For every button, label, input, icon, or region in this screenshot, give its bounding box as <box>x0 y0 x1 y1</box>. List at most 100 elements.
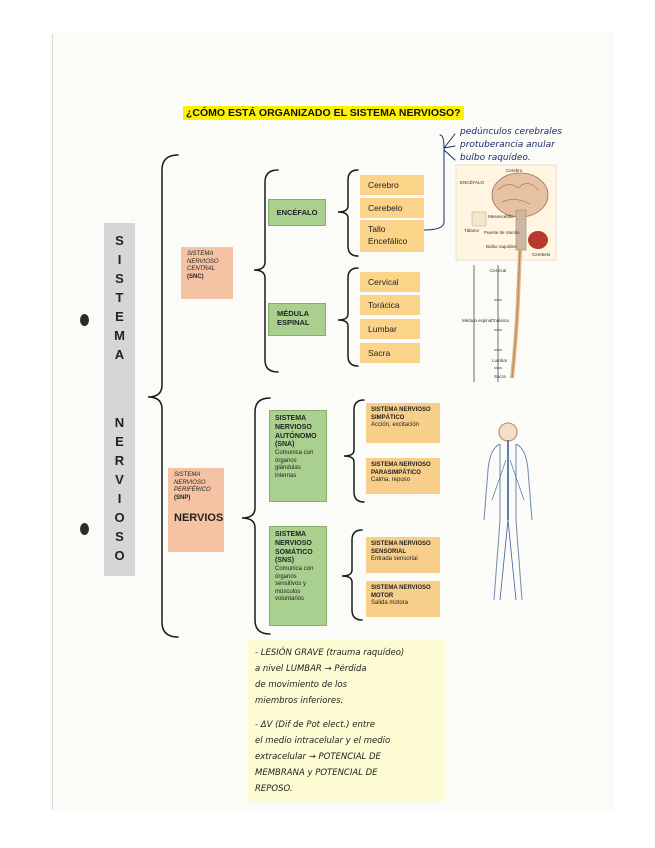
letter: N <box>114 415 125 430</box>
medula-line1: MÉDULA <box>277 309 310 318</box>
brain-label-puente: Puente de Varolio <box>484 230 520 235</box>
brain-label-cerebro: Cerebro <box>506 168 523 173</box>
letter: S <box>115 271 124 286</box>
brain-label-talamo: Tálamo <box>464 228 480 233</box>
snc-line3: CENTRAL <box>187 266 216 272</box>
parasimpatico-desc: Calma, reposo <box>371 477 411 483</box>
letter: O <box>114 510 125 525</box>
simpatico-box: SISTEMA NERVIOSO SIMPÁTICO Acción, excit… <box>366 403 440 443</box>
snp-box: SISTEMA NERVIOSO PERIFÉRICO (SNP) NERVIO… <box>168 468 224 552</box>
cerebelo-label: Cerebelo <box>368 203 403 213</box>
letter: I <box>117 491 122 506</box>
note-line-5: - ΔV (Dif de Pot elect.) entre <box>255 720 375 730</box>
sna-d1: Comunica con <box>275 450 314 456</box>
sna-l2: NERVIOSO <box>275 423 312 431</box>
motor-l2: MOTOR <box>371 592 394 599</box>
sns-l1: SISTEMA <box>275 531 307 538</box>
snc-line2: NERVIOSO <box>187 258 219 265</box>
encefalo-item-cerebelo: Cerebelo <box>360 198 424 218</box>
encefalo-box: ENCÉFALO <box>268 199 326 226</box>
snc-bracket <box>253 169 279 373</box>
snp-nervios: NERVIOS <box>174 512 224 524</box>
brain-label-cerebelo: Cerebelo <box>532 252 551 257</box>
medula-item-lumbar: Lumbar <box>360 319 420 339</box>
spinal-cord-illustration <box>473 249 522 382</box>
snc-box: SISTEMA NERVIOSO CENTRAL (SNC) <box>181 247 233 299</box>
letter: T <box>115 290 124 305</box>
letter: I <box>117 252 122 267</box>
brain-label-encefalo: ENCÉFALO <box>460 180 485 185</box>
letter: S <box>115 233 124 248</box>
sns-d1: Comunica con <box>275 566 314 572</box>
letter: A <box>114 347 125 362</box>
sacra-label: Sacra <box>368 348 391 358</box>
sna-d2: órganos <box>275 457 297 464</box>
note-line-1: - LESIÓN GRAVE (trauma raquídeo) <box>255 648 405 658</box>
sistema-nervioso-vertical-label: S I S T E M A N E R V I O S O <box>104 223 135 576</box>
simpatico-l2: SIMPÁTICO <box>371 414 405 421</box>
sticky-note: - LESIÓN GRAVE (trauma raquídeo) a nivel… <box>247 640 445 802</box>
letter: M <box>114 328 125 343</box>
medula-item-cervical: Cervical <box>360 272 420 292</box>
sns-d3: sensitivos y <box>275 581 307 587</box>
sns-l4: (SNS) <box>275 557 295 565</box>
encefalo-item-cerebro: Cerebro <box>360 175 424 195</box>
body-illustration <box>483 422 533 601</box>
sna-box: SISTEMA NERVIOSO AUTÓNOMO (SNA) Comunica… <box>269 410 327 502</box>
letter: E <box>115 434 124 449</box>
sns-l2: NERVIOSO <box>275 539 312 547</box>
sensorial-desc: Entrada sensorial <box>371 556 418 562</box>
parasimpatico-l1: SISTEMA NERVIOSO <box>371 462 431 468</box>
lumbar-label: Lumbar <box>368 324 397 334</box>
letter: S <box>115 529 124 544</box>
binder-hole-top <box>80 314 89 326</box>
sna-d3: glándulas <box>275 465 301 471</box>
spine-label-medula: Médula espinal <box>462 318 493 323</box>
letter: V <box>115 472 124 487</box>
snc-line1: SISTEMA <box>187 251 214 257</box>
main-bracket <box>147 154 179 638</box>
brain-label-mesencefalo: Mesencéfalo <box>488 214 514 219</box>
medula-item-toracica: Torácica <box>360 295 420 315</box>
sns-d4: músculos <box>275 588 301 595</box>
sns-bracket <box>341 529 363 621</box>
encefalo-item-tallo: Tallo Encefálico <box>360 220 424 252</box>
letter: O <box>114 548 125 563</box>
handwritten-protuberancia: protuberancia anular <box>460 140 555 150</box>
toracica-label: Torácica <box>368 300 400 310</box>
note-line-2: a nivel LUMBAR → Pérdida <box>255 664 367 674</box>
medula-line2: ESPINAL <box>277 318 310 328</box>
sensorial-l2: SENSORIAL <box>371 548 407 555</box>
parasimpatico-box: SISTEMA NERVIOSO PARASIMPÁTICO Calma, re… <box>366 458 440 494</box>
note-line-4: miembros inferiores. <box>255 696 344 706</box>
snp-bracket <box>241 397 271 635</box>
note-line-7: extracelular → POTENCIAL DE <box>255 752 381 762</box>
motor-box: SISTEMA NERVIOSO MOTOR Salida motora <box>366 581 440 617</box>
motor-l1: SISTEMA NERVIOSO <box>371 585 431 591</box>
sns-d2: órganos <box>275 573 297 580</box>
parasimpatico-l2: PARASIMPÁTICO <box>371 469 421 476</box>
note-line-3: de movimiento de los <box>255 680 348 690</box>
sna-d4: internas <box>275 472 297 479</box>
letter: R <box>114 453 125 468</box>
spine-label-cervical: Cervical <box>490 268 507 273</box>
note-line-6: el medio intracelular y el medio <box>255 736 391 746</box>
motor-desc: Salida motora <box>371 600 409 606</box>
simpatico-l1: SISTEMA NERVIOSO <box>371 407 431 413</box>
encefalo-label: ENCÉFALO <box>276 208 318 217</box>
sensorial-box: SISTEMA NERVIOSO SENSORIAL Entrada senso… <box>366 537 440 573</box>
handwritten-pedunculos: pedúnculos cerebrales <box>460 127 562 137</box>
snc-abbr: (SNC) <box>187 273 204 280</box>
letter: E <box>115 309 124 324</box>
brain-illustration <box>455 164 557 261</box>
cervical-label: Cervical <box>368 277 399 287</box>
sna-bracket <box>343 399 365 503</box>
sna-l3: AUTÓNOMO <box>275 432 317 440</box>
snp-line1: SISTEMA <box>174 472 201 478</box>
medula-item-sacra: Sacra <box>360 343 420 363</box>
brain-note-bracket <box>423 134 445 231</box>
encefalo-bracket <box>337 169 359 257</box>
sna-l4: (SNA) <box>275 441 295 449</box>
page-title: ¿CÓMO ESTÁ ORGANIZADO EL SISTEMA NERVIOS… <box>183 106 464 120</box>
